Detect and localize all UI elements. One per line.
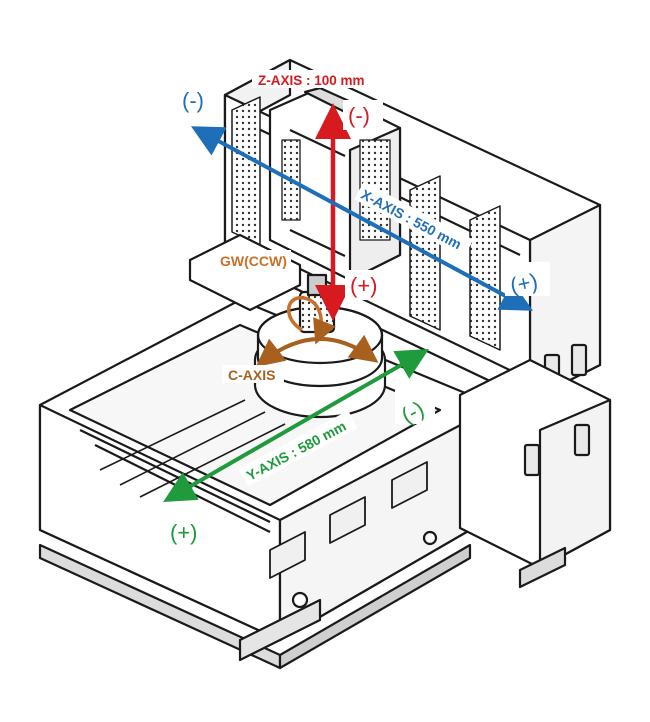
x-axis-plus-sign: (+) (508, 268, 540, 298)
gw-rotation-arrow (286, 296, 336, 345)
gw-annotation: GW(CCW) (215, 250, 336, 345)
z-axis-label: Z-AXIS : 100 mm (258, 73, 365, 88)
y-axis-plus-sign: (+) (170, 520, 198, 545)
z-axis-plus-sign: (+) (350, 273, 378, 298)
z-axis-minus-sign: (-) (348, 103, 370, 128)
c-axis-label: C-AXIS (228, 367, 275, 383)
x-axis-minus-sign: (-) (182, 88, 204, 113)
machine-side-block (458, 358, 612, 589)
gw-label: GW(CCW) (220, 253, 287, 269)
machine-drawing (38, 58, 612, 670)
y-axis-arrow (163, 349, 429, 502)
x-axis-arrow (190, 126, 534, 311)
